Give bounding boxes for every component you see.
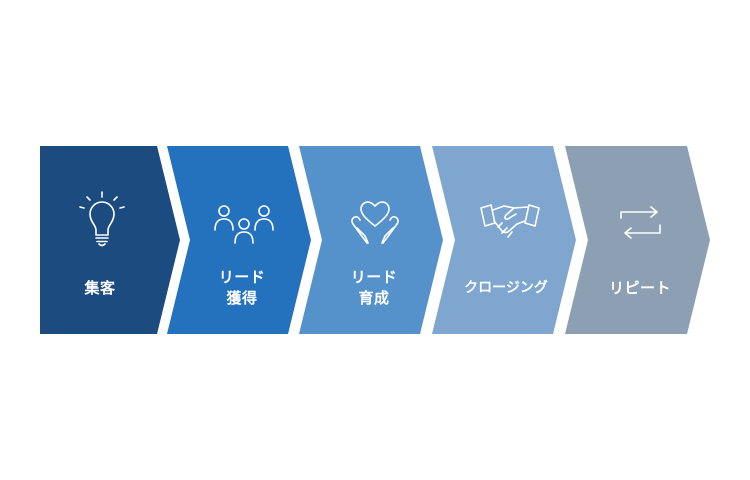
stage-4-label-line-1: クロージング (464, 280, 548, 296)
stage-5-label: リピート (592, 278, 688, 299)
stage-2-label-line-2: 獲得 (226, 289, 258, 307)
stage-5-label-line-1: リピート (608, 279, 671, 297)
stage-4-chevron (432, 146, 576, 334)
lightbulb-icon (79, 191, 125, 247)
stage-1-label-line-1: 集客 (84, 279, 116, 297)
handshake-icon (480, 204, 540, 238)
stage-2-chevron (167, 146, 311, 334)
stage-3-label: リード 育成 (332, 267, 416, 309)
stage-2-label: リード 獲得 (200, 267, 284, 309)
stage-2-label-line-1: リード (218, 268, 266, 286)
repeat-arrows-icon (620, 206, 661, 239)
people-icon (214, 205, 274, 244)
stage-3-label-line-1: リード (350, 268, 398, 286)
stage-3-chevron (299, 146, 443, 334)
stage-1-chevron (40, 146, 180, 334)
stage-1-label: 集客 (58, 278, 142, 299)
stage-3-label-line-2: 育成 (358, 289, 390, 307)
heart-hands-icon (351, 201, 399, 244)
stage-4-label: クロージング (447, 278, 565, 299)
stage-5-chevron (565, 146, 710, 334)
